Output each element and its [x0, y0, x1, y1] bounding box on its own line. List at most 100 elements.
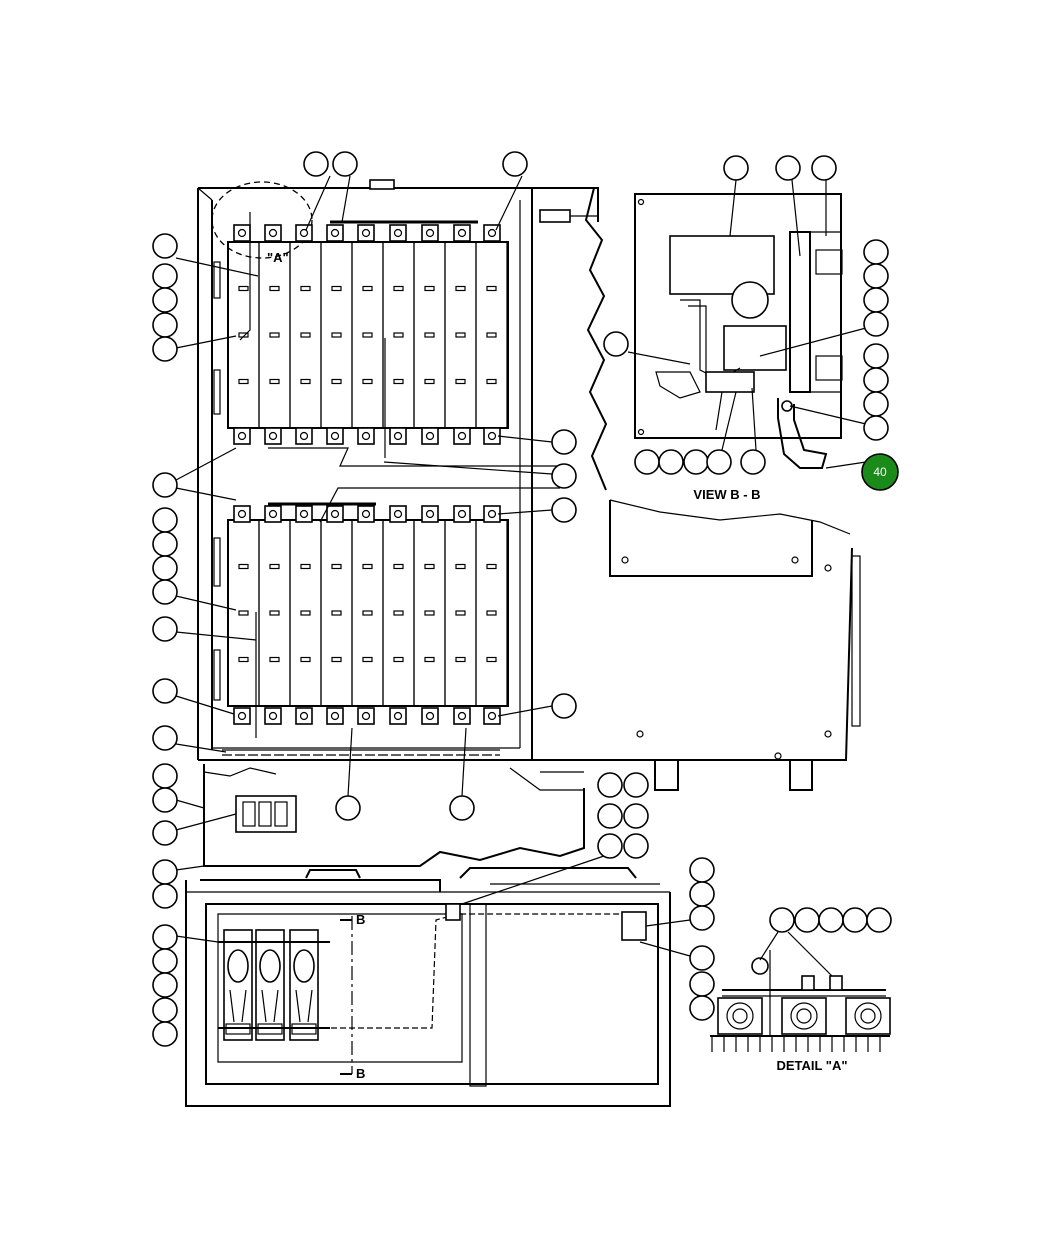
panel-slot	[424, 378, 435, 385]
resistor-panel	[289, 241, 322, 429]
leader-line	[645, 919, 691, 927]
callout-bubble	[597, 833, 623, 859]
callout-bubble	[689, 857, 715, 883]
leader-line	[759, 327, 867, 357]
right-panel	[532, 187, 861, 761]
leader-line	[305, 175, 331, 231]
panel-slot	[393, 332, 404, 338]
callout-bubble	[303, 151, 329, 177]
terminal-block	[453, 427, 471, 445]
leader-line	[497, 705, 553, 717]
terminal-bolt	[425, 711, 435, 721]
callout-bubble	[152, 883, 178, 909]
resistor-panel	[413, 241, 446, 429]
panel-slot	[331, 656, 342, 663]
panel-slot	[424, 332, 435, 338]
panel-slot	[455, 285, 466, 292]
panel-slot	[424, 656, 435, 663]
resistor-panel	[444, 241, 477, 429]
callout-bubble	[683, 449, 709, 475]
detail-bolt-outer	[854, 1002, 882, 1030]
panel-slot	[300, 332, 311, 338]
terminal-bolt	[237, 228, 247, 238]
callout-bubble	[658, 449, 684, 475]
terminal-block	[453, 505, 471, 523]
panel-slot	[300, 563, 311, 570]
detail-bolt-inner	[732, 1008, 748, 1024]
callout-bubble	[775, 155, 801, 181]
resistor-panel	[320, 519, 353, 707]
leader-line	[175, 447, 237, 481]
resistor-panel	[351, 241, 384, 429]
terminal-bolt	[268, 711, 278, 721]
panel-slot	[455, 610, 466, 616]
callout-bubble	[335, 795, 361, 821]
leader-line	[759, 931, 779, 961]
callout-bubble	[863, 239, 889, 265]
terminal-bolt	[361, 509, 371, 519]
detail-a-label: DETAIL "A"	[776, 1058, 847, 1073]
callout-bubble	[597, 803, 623, 829]
panel-slot	[455, 656, 466, 663]
callout-bubble	[863, 367, 889, 393]
resistor-panel	[320, 241, 353, 429]
panel-slot	[455, 332, 466, 338]
switch-coil	[293, 949, 315, 983]
callout-bubble	[152, 336, 178, 362]
terminal-block	[421, 427, 439, 445]
callout-bubble	[689, 905, 715, 931]
resistor-panel	[475, 241, 508, 429]
switch-contact	[261, 989, 279, 1023]
highlight-bubble[interactable]	[861, 453, 899, 491]
leader-line	[495, 175, 523, 231]
resistor-bank-upper	[227, 212, 560, 467]
callout-bubble	[603, 331, 629, 357]
switch-contact	[295, 989, 313, 1023]
terminal-bolt	[457, 711, 467, 721]
terminal-block	[326, 505, 344, 523]
leader-line	[383, 461, 553, 475]
terminal-bolt	[487, 711, 497, 721]
terminal-bolt	[268, 509, 278, 519]
resistor-panel	[351, 519, 384, 707]
leader-line	[787, 931, 833, 977]
callout-bubble	[152, 263, 178, 289]
leader-line	[497, 435, 553, 443]
leader-line	[175, 799, 205, 809]
terminal-bolt	[487, 431, 497, 441]
terminal-block	[326, 427, 344, 445]
panel-slot	[362, 378, 373, 385]
leader-line	[789, 405, 867, 425]
terminal-block	[264, 505, 282, 523]
callout-bubble	[502, 151, 528, 177]
terminal-bolt	[237, 431, 247, 441]
panel-slot	[486, 332, 497, 338]
terminal-block	[233, 427, 251, 445]
resistor-panel	[227, 519, 260, 707]
callout-bubble	[152, 472, 178, 498]
callout-bubble	[863, 415, 889, 441]
terminal-block	[357, 505, 375, 523]
callout-bubble	[152, 507, 178, 533]
callout-bubble	[152, 725, 178, 751]
resistor-panel	[289, 519, 322, 707]
highlighted-callout-40[interactable]: 40	[825, 453, 899, 491]
terminal-block	[483, 427, 501, 445]
terminal-block	[233, 505, 251, 523]
terminal-block	[483, 707, 501, 725]
callout-bubble	[449, 795, 475, 821]
callout-bubble	[623, 803, 649, 829]
terminal-bolt	[457, 228, 467, 238]
detail-nut	[801, 975, 815, 991]
terminal-bolt	[361, 228, 371, 238]
detail-bolt-inner	[860, 1008, 876, 1024]
detail-terminal	[845, 997, 891, 1035]
callout-bubble	[689, 881, 715, 907]
leader-line	[639, 941, 691, 957]
detail-nut	[829, 975, 843, 991]
callout-bubble	[152, 859, 178, 885]
detail-bolt-outer	[790, 1002, 818, 1030]
terminal-bolt	[330, 711, 340, 721]
switch-coil	[227, 949, 249, 983]
leader-line	[175, 631, 257, 641]
